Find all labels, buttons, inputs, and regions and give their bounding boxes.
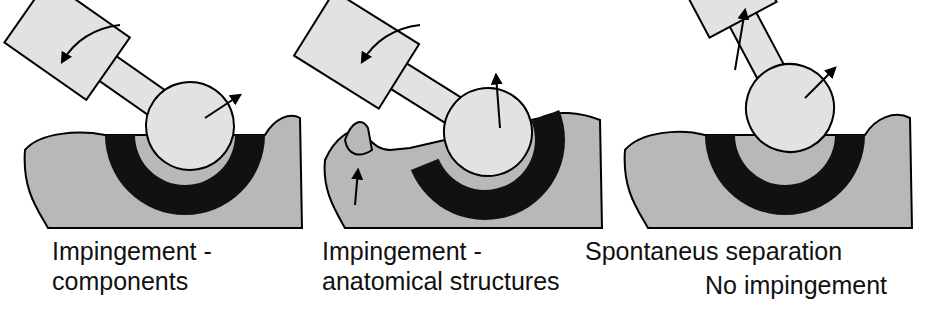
caption-text: Impingement - anatomical structures (322, 236, 584, 296)
panel-anatomical (291, 0, 602, 244)
caption-text: Spontaneus separation (585, 236, 925, 266)
caption-text: No impingement (705, 270, 925, 300)
panel-components (1, 0, 302, 228)
caption-text: Impingement - components (52, 236, 262, 296)
panel-separation (625, 0, 912, 228)
